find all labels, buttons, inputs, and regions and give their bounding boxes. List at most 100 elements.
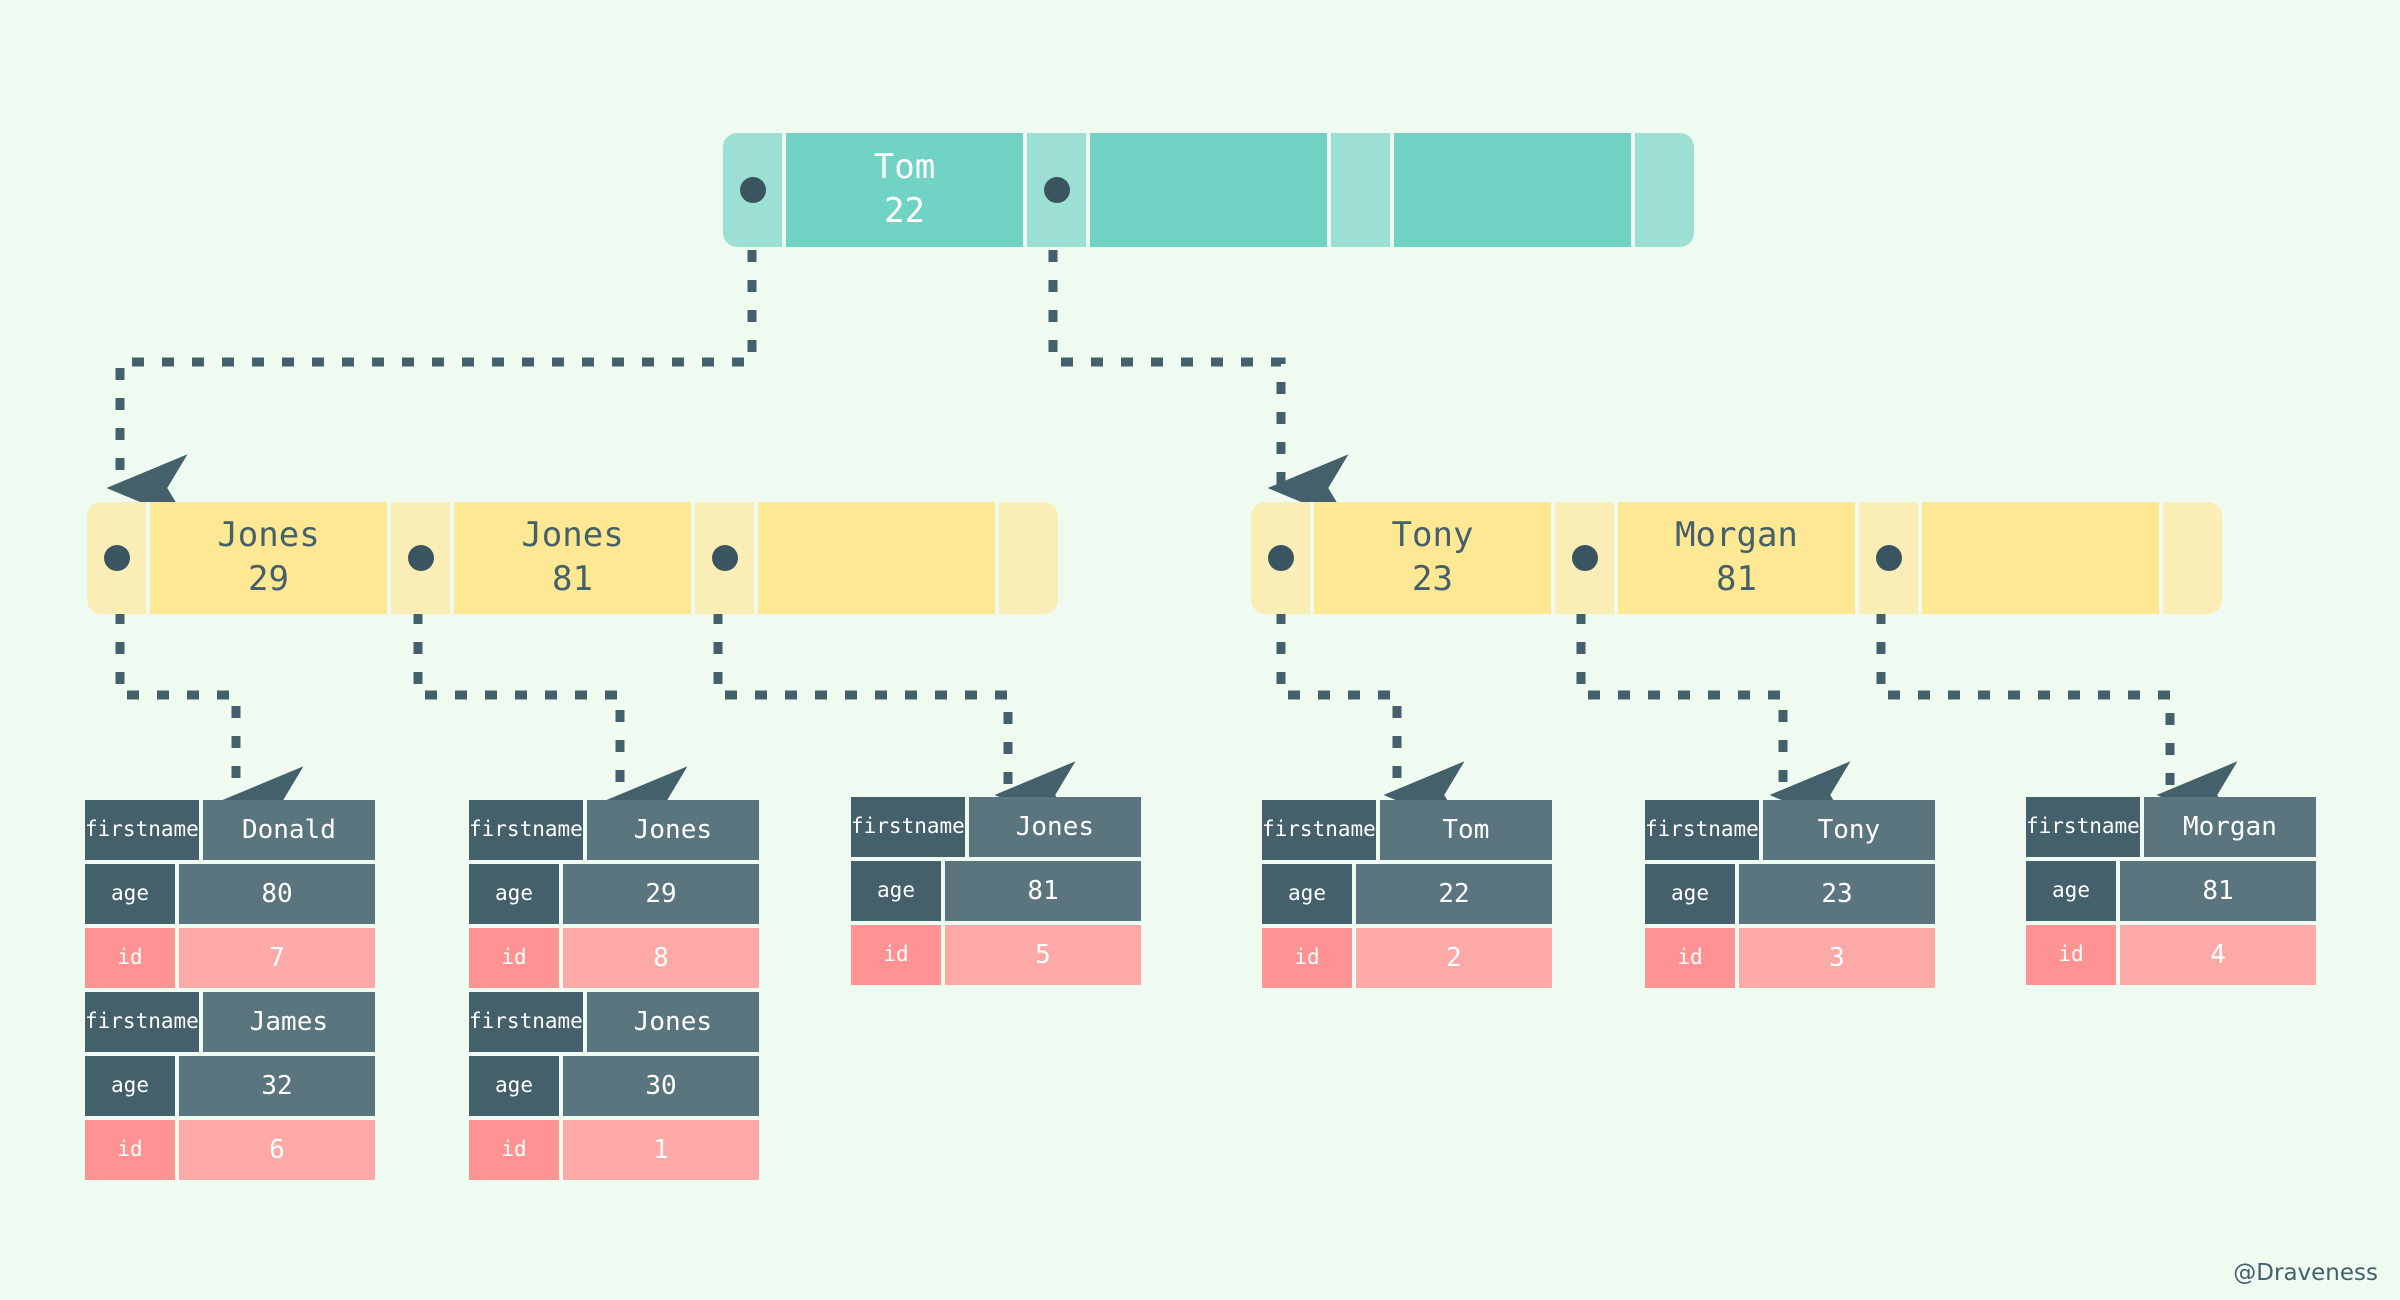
field-value-first-name: Tom bbox=[1379, 800, 1552, 860]
root-key-0-age: 22 bbox=[884, 191, 925, 231]
table-row[interactable]: id 2 bbox=[1262, 928, 1552, 988]
root-pointer-0[interactable] bbox=[723, 133, 782, 247]
left-internal-key-2[interactable] bbox=[758, 502, 995, 614]
field-value-age: 22 bbox=[1356, 864, 1552, 924]
field-value-first-name: Jones bbox=[586, 800, 759, 860]
field-value-age: 30 bbox=[563, 1056, 759, 1116]
root-key-1[interactable] bbox=[1090, 133, 1327, 247]
field-label-age: age bbox=[851, 861, 941, 921]
root-pointer-2[interactable] bbox=[1331, 133, 1390, 247]
field-value-age: 81 bbox=[945, 861, 1141, 921]
right-internal-pointer-0[interactable] bbox=[1251, 502, 1310, 614]
left-internal-pointer-2[interactable] bbox=[695, 502, 754, 614]
right-internal-pointer-1[interactable] bbox=[1555, 502, 1614, 614]
left-internal-key-1[interactable]: Jones 81 bbox=[454, 502, 691, 614]
root-key-0[interactable]: Tom 22 bbox=[786, 133, 1023, 247]
root-pointer-1[interactable] bbox=[1027, 133, 1086, 247]
divider bbox=[1918, 502, 1922, 614]
right-internal-pointer-3[interactable] bbox=[2163, 502, 2222, 614]
wire-left-internal-to-leaf-1 bbox=[115, 612, 304, 834]
right-internal-key-2[interactable] bbox=[1922, 502, 2159, 614]
table-row[interactable]: id 1 bbox=[469, 1120, 759, 1180]
table-row[interactable]: id 5 bbox=[851, 925, 1141, 985]
field-value-first-name: Tony bbox=[1762, 800, 1935, 860]
field-value-age: 23 bbox=[1739, 864, 1935, 924]
field-label-id: id bbox=[851, 925, 941, 985]
root-pointer-3[interactable] bbox=[1635, 133, 1694, 247]
right-internal-key-1[interactable]: Morgan 81 bbox=[1618, 502, 1855, 614]
right-internal-key-0-name: Tony bbox=[1391, 515, 1474, 556]
table-row[interactable]: age 80 bbox=[85, 864, 375, 924]
wire-left-internal-to-leaf-3 bbox=[713, 612, 1076, 829]
table-row[interactable]: age 22 bbox=[1262, 864, 1552, 924]
left-internal-pointer-0[interactable] bbox=[87, 502, 146, 614]
table-row[interactable]: age 32 bbox=[85, 1056, 375, 1116]
field-value-age: 80 bbox=[179, 864, 375, 924]
field-label-id: id bbox=[85, 1120, 175, 1180]
table-row[interactable]: id 6 bbox=[85, 1120, 375, 1180]
divider bbox=[1327, 133, 1331, 247]
pointer-dot-icon bbox=[711, 545, 738, 571]
wire-right-internal-to-leaf-6 bbox=[1876, 612, 2238, 829]
field-label-age: age bbox=[469, 864, 559, 924]
right-internal-key-1-name: Morgan bbox=[1675, 515, 1798, 556]
divider bbox=[1614, 502, 1618, 614]
left-internal-key-0-name: Jones bbox=[217, 515, 320, 556]
field-value-id: 4 bbox=[2120, 925, 2316, 985]
right-internal-key-0-age: 23 bbox=[1412, 559, 1453, 599]
right-internal-key-0[interactable]: Tony 23 bbox=[1314, 502, 1551, 614]
internal-node-left[interactable]: Jones 29 Jones 81 bbox=[87, 502, 1058, 614]
field-value-id: 7 bbox=[179, 928, 375, 988]
left-internal-key-0-age: 29 bbox=[248, 559, 289, 599]
root-key-2[interactable] bbox=[1394, 133, 1631, 247]
divider bbox=[995, 502, 999, 614]
divider bbox=[691, 502, 695, 614]
table-row[interactable]: id 4 bbox=[2026, 925, 2316, 985]
left-internal-pointer-3[interactable] bbox=[999, 502, 1058, 614]
field-value-first-name: Jones bbox=[586, 992, 759, 1052]
table-row[interactable]: id 7 bbox=[85, 928, 375, 988]
table-row[interactable]: age 30 bbox=[469, 1056, 759, 1116]
field-value-first-name: Jones bbox=[968, 797, 1141, 857]
right-internal-key-1-age: 81 bbox=[1716, 559, 1757, 599]
divider bbox=[1310, 502, 1314, 614]
left-internal-key-0[interactable]: Jones 29 bbox=[150, 502, 387, 614]
right-internal-pointer-2[interactable] bbox=[1859, 502, 1918, 614]
table-row[interactable]: age 81 bbox=[851, 861, 1141, 921]
root-node[interactable]: Tom 22 bbox=[723, 133, 1694, 247]
field-label-age: age bbox=[2026, 861, 2116, 921]
pointer-dot-icon bbox=[407, 545, 434, 571]
table-row[interactable]: id 8 bbox=[469, 928, 759, 988]
left-internal-key-1-age: 81 bbox=[552, 559, 593, 599]
table-row[interactable]: age 23 bbox=[1645, 864, 1935, 924]
table-row[interactable]: age 29 bbox=[469, 864, 759, 924]
field-value-id: 6 bbox=[179, 1120, 375, 1180]
left-internal-pointer-1[interactable] bbox=[391, 502, 450, 614]
field-value-age: 81 bbox=[2120, 861, 2316, 921]
table-row[interactable]: id 3 bbox=[1645, 928, 1935, 988]
table-row[interactable]: age 81 bbox=[2026, 861, 2316, 921]
field-value-id: 2 bbox=[1356, 928, 1552, 988]
wire-right-internal-to-leaf-5 bbox=[1576, 612, 1851, 829]
internal-node-right[interactable]: Tony 23 Morgan 81 bbox=[1251, 502, 2222, 614]
